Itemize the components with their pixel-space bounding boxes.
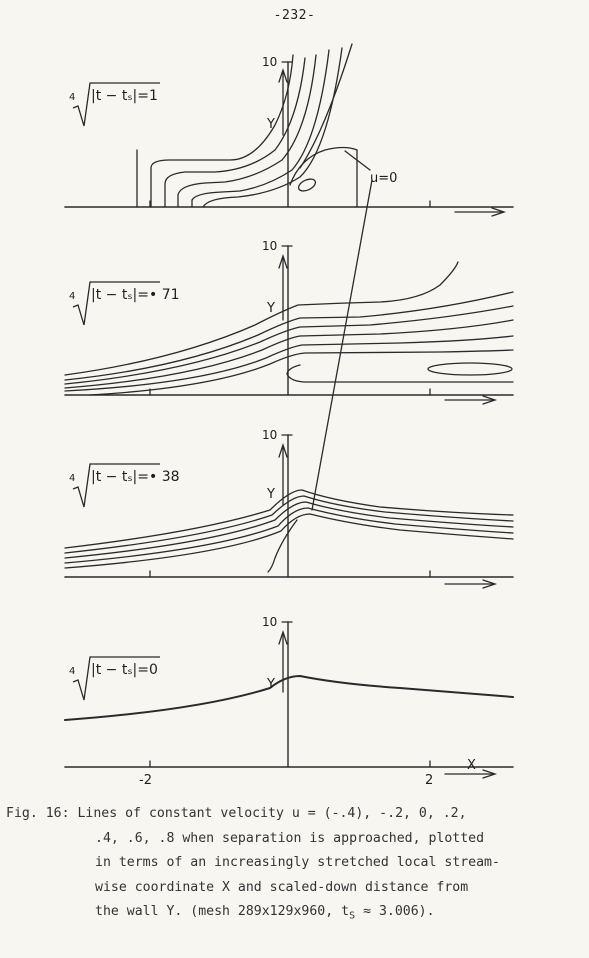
- y-arrow-head: [278, 253, 288, 269]
- separation-bubble: [427, 362, 513, 376]
- contour-line: [202, 47, 343, 208]
- x-tick-label: -2: [139, 773, 152, 788]
- contour-line: [64, 501, 514, 559]
- separation-bubble: [297, 178, 317, 192]
- y-axis-label: Y: [266, 487, 275, 502]
- caption-prefix: Fig. 16:: [6, 806, 70, 821]
- panel-label: |t − tₛ|=0: [91, 662, 158, 678]
- u0-annotation: u=0: [370, 171, 397, 186]
- caption-line-4: wise coordinate X and scaled-down distan…: [95, 879, 469, 895]
- contour-line: [177, 54, 317, 208]
- contour-line: [64, 513, 514, 569]
- flow-arrow-head: [482, 395, 498, 405]
- separation-line: [289, 146, 358, 186]
- caption-line-3: in terms of an increasingly stretched lo…: [95, 855, 500, 870]
- separation-line: [286, 364, 514, 383]
- y-axis-label: Y: [266, 301, 275, 316]
- figure-caption: Fig. 16: Lines of constant velocity u = …: [6, 802, 586, 929]
- caption-subscript: S: [349, 910, 356, 922]
- y-arrow-head: [278, 629, 288, 645]
- panel-3: [64, 434, 514, 589]
- x-arrow-head: [482, 769, 498, 779]
- contour-line: [64, 261, 459, 376]
- y-axis-label: Y: [266, 677, 275, 692]
- flow-arrow-head: [482, 579, 498, 589]
- y-arrow-head: [278, 442, 288, 458]
- contour-line: [299, 43, 353, 169]
- contour-line: [64, 674, 514, 721]
- panel-2: [64, 245, 514, 405]
- y-arrow-head: [278, 67, 288, 83]
- root-index: 4: [69, 92, 75, 103]
- contour-line: [89, 349, 514, 396]
- root-index: 4: [69, 473, 75, 484]
- contour-line: [64, 291, 514, 381]
- panel-label: |t − tₛ|=• 38: [91, 469, 180, 485]
- y-axis-tick-label: 10: [262, 615, 277, 629]
- caption-line-1: Fig. 16: Lines of constant velocity u = …: [6, 802, 586, 827]
- panel-4: [64, 621, 514, 779]
- contour-line: [64, 305, 514, 385]
- page-number: -232-: [273, 8, 316, 23]
- panel-label: |t − tₛ|=• 71: [91, 287, 180, 303]
- contour-line: [64, 489, 514, 549]
- y-axis-tick-label: 10: [262, 239, 277, 253]
- y-axis-tick-label: 10: [262, 55, 277, 69]
- u0-leader: [344, 150, 371, 171]
- root-index: 4: [69, 666, 75, 677]
- contour-line: [64, 319, 514, 389]
- caption-text: the wall Y. (mesh 289x129x960, t: [95, 904, 350, 919]
- contour-line: [64, 495, 514, 554]
- x-tick-label: 2: [425, 773, 433, 788]
- y-axis-label: Y: [266, 117, 275, 132]
- caption-text: ≈ 3.006).: [363, 904, 435, 919]
- contour-line: [64, 507, 514, 564]
- caption-line-5: the wall Y. (mesh 289x129x960, tS ≈ 3.00…: [6, 900, 586, 929]
- x-axis-label: X: [467, 758, 476, 773]
- caption-text: Lines of constant velocity u = (-.4), -.…: [77, 806, 467, 821]
- contour-line: [150, 54, 294, 208]
- separation-line: [267, 519, 298, 573]
- root-index: 4: [69, 291, 75, 302]
- caption-line-2: .4, .6, .8 when separation is approached…: [95, 830, 485, 846]
- panel-1: [64, 43, 514, 511]
- contour-line: [164, 57, 306, 208]
- u0-leader: [311, 179, 373, 511]
- flow-arrow-head: [491, 207, 507, 217]
- velocity-contour-figure: 4 |t − tₛ|=1 10 Y u=0 4 |t − tₛ|=• 71 10…: [64, 43, 514, 788]
- radical-signs: [72, 82, 160, 701]
- panel-label: |t − tₛ|=1: [91, 88, 158, 104]
- y-axis-tick-label: 10: [262, 428, 277, 442]
- contour-line: [64, 335, 514, 392]
- contour-line: [191, 49, 330, 208]
